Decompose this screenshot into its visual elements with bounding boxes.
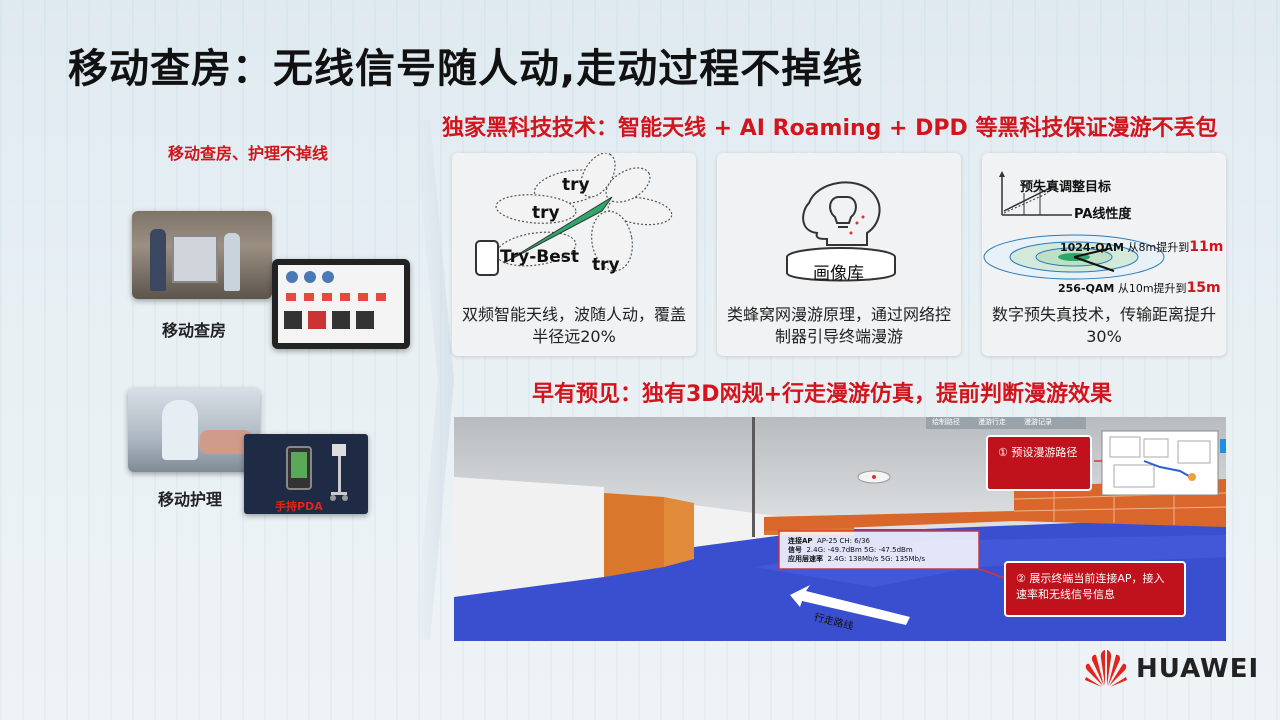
ap-info-row: 信号 2.4G: -49.7dBm 5G: -47.5dBm	[788, 546, 913, 554]
callout-ap-info: ② 展示终端当前连接AP，接入速率和无线信号信息	[1004, 561, 1186, 617]
try-label: try	[592, 255, 620, 275]
sim-tabs: 绘制路径 漫游行走 漫游记录	[932, 417, 1052, 427]
headline-simulation: 早有预见：独有3D网规+行走漫游仿真，提前判断漫游效果	[532, 382, 1113, 407]
card-dpd-text: 数字预失真技术，传输距离提升30%	[991, 305, 1216, 346]
nursing-photo	[128, 388, 260, 472]
roaming-simulation-view[interactable]: 绘制路径 漫游行走 漫游记录 连接AP AP-25 CH: 6/36 信号 2.…	[454, 417, 1226, 641]
head-bulb-icon	[786, 181, 896, 282]
pda-label: 手持PDA	[275, 500, 323, 513]
tablet-image	[272, 259, 410, 349]
huawei-logo-icon	[1085, 650, 1127, 687]
headline-tech: 独家黑科技技术：智能天线 + AI Roaming + DPD 等黑科技保证漫游…	[442, 116, 1218, 141]
callout-preset-path: ① 预设漫游路径	[986, 435, 1092, 491]
try-label: try	[532, 203, 560, 223]
antenna-petal-diagram	[475, 153, 673, 276]
tab-roam-record[interactable]: 漫游记录	[1024, 418, 1052, 426]
ward-rounds-label: 移动查房	[162, 321, 227, 340]
dpd-chart-title: 预失真调整目标	[1020, 180, 1112, 195]
ap-info-box: 连接AP AP-25 CH: 6/36 信号 2.4G: -49.7dBm 5G…	[788, 537, 925, 564]
ap-info-row: 连接AP AP-25 CH: 6/36	[788, 537, 870, 545]
card-smart-antenna-text: 双频智能天线，波随人动，覆盖半径远20%	[461, 305, 686, 346]
card-dpd: 预失真调整目标 PA线性度 1024-QAM 从8m提升到11m 256-QAM…	[982, 153, 1226, 356]
nursing-label: 移动护理	[158, 490, 223, 509]
tab-draw-path[interactable]: 绘制路径	[932, 418, 960, 426]
try-best-label: Try-Best	[500, 247, 579, 267]
huawei-wordmark: HUAWEI	[1136, 654, 1260, 684]
try-label: try	[562, 175, 590, 195]
qam1024-row: 1024-QAM 从8m提升到11m	[1060, 239, 1224, 255]
profile-library-label: 画像库	[813, 264, 864, 284]
dpd-diagram	[983, 171, 1165, 280]
pda-image	[244, 434, 368, 514]
qam256-row: 256-QAM 从10m提升到15m	[1058, 280, 1221, 296]
ward-rounds-photo	[132, 211, 272, 299]
card-roaming: 画像库 类蜂窝网漫游原理，通过网络控制器引导终端漫游	[717, 153, 961, 356]
ap-info-row: 应用层速率 2.4G: 138Mb/s 5G: 135Mb/s	[788, 555, 925, 563]
left-caption: 移动查房、护理不掉线	[168, 144, 329, 163]
card-smart-antenna: try try try Try-Best 双频智能天线，波随人动，覆盖半径远20…	[452, 153, 696, 356]
chevron-divider	[414, 120, 454, 640]
card-roaming-text: 类蜂窝网漫游原理，通过网络控制器引导终端漫游	[726, 305, 951, 346]
tab-roam-walk[interactable]: 漫游行走	[978, 418, 1006, 426]
page-title: 移动查房：无线信号随人动,走动过程不掉线	[68, 46, 864, 92]
pa-linearity-label: PA线性度	[1074, 207, 1132, 222]
